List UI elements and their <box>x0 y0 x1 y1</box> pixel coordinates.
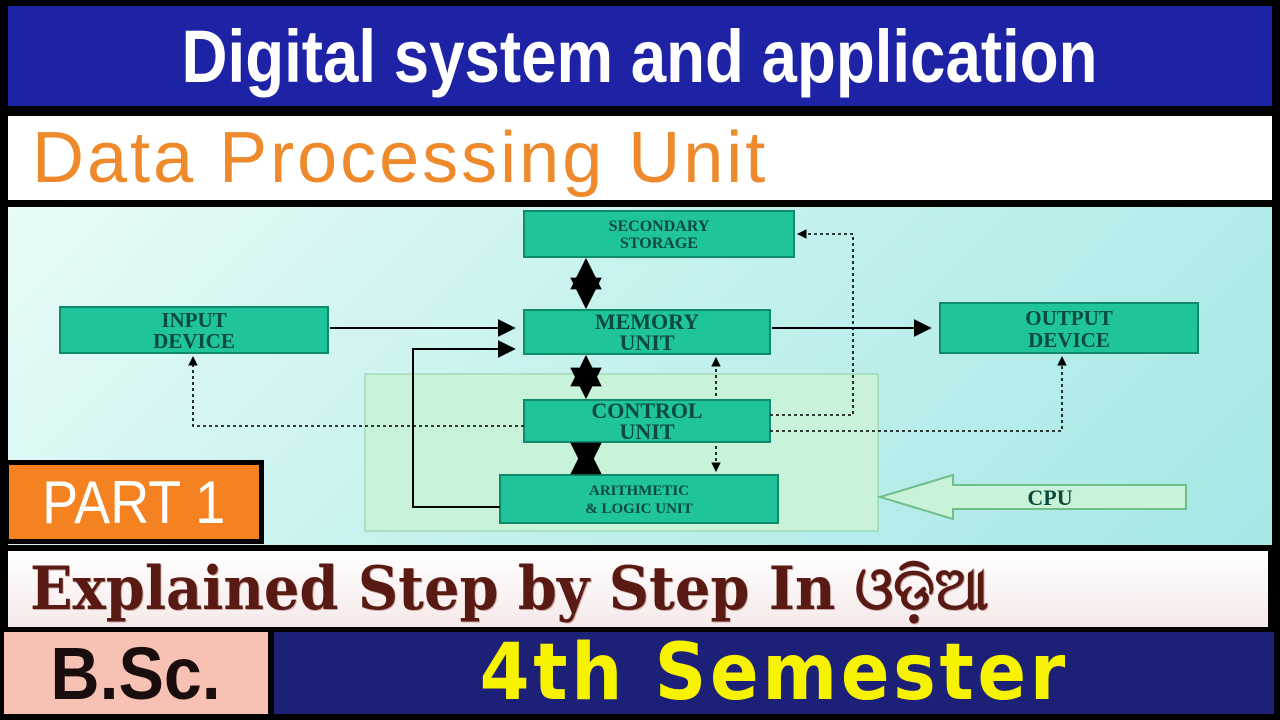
bsc-box: B.Sc. <box>4 631 268 715</box>
control-unit-label-2: UNIT <box>619 419 674 444</box>
output-device-label-1: OUTPUT <box>1025 306 1113 330</box>
part-badge-inner: PART 1 <box>9 465 259 539</box>
secondary-storage-box: SECONDARY STORAGE <box>523 210 795 258</box>
title-banner-inner: Digital system and application <box>8 6 1272 106</box>
memory-unit-label-2: UNIT <box>619 330 674 355</box>
control-unit-box: CONTROL UNIT <box>523 398 771 444</box>
control-input-dotted <box>188 356 524 427</box>
memory-unit-label-1: MEMORY <box>595 309 699 334</box>
topic-title: Data Processing Unit <box>32 118 769 198</box>
input-device-box: INPUT DEVICE <box>59 306 329 354</box>
alu-label-2: & LOGIC UNIT <box>585 501 693 517</box>
control-output-dotted <box>770 356 1067 432</box>
block-diagram: SECONDARY STORAGE INPUT DEVICE MEMORY UN… <box>59 210 1199 532</box>
output-device-label-2: DEVICE <box>1028 328 1110 352</box>
explained-banner: Explained Step by Step In ଓଡ଼ିଆ <box>0 548 1280 630</box>
alu-box: ARITHMETIC & LOGIC UNIT <box>499 474 779 524</box>
secondary-storage-label-2: STORAGE <box>620 235 698 252</box>
semester-label: 4th Semester <box>479 630 1069 718</box>
subtitle-banner: Data Processing Unit <box>0 112 1280 204</box>
cpu-arrow: CPU <box>876 473 1187 521</box>
diagram-panel: SECONDARY STORAGE INPUT DEVICE MEMORY UN… <box>0 204 1280 548</box>
explained-banner-inner: Explained Step by Step In ଓଡ଼ିଆ <box>8 551 1268 627</box>
explained-text: Explained Step by Step In ଓଡ଼ିଆ <box>30 554 989 624</box>
part-badge: PART 1 <box>4 460 264 544</box>
degree-label: B.Sc. <box>50 631 222 715</box>
memory-unit-box: MEMORY UNIT <box>523 309 771 355</box>
video-title: Digital system and application <box>182 14 1098 98</box>
semester-box: 4th Semester <box>274 630 1274 718</box>
title-banner: Digital system and application <box>0 0 1280 112</box>
subtitle-banner-inner: Data Processing Unit <box>8 116 1272 200</box>
control-unit-label-1: CONTROL <box>591 398 702 423</box>
input-device-label-1: INPUT <box>161 308 226 332</box>
part-label: PART 1 <box>42 468 226 536</box>
alu-memory-feedback-arrow <box>412 340 516 508</box>
diagram-background: SECONDARY STORAGE INPUT DEVICE MEMORY UN… <box>8 207 1272 545</box>
alu-label-1: ARITHMETIC <box>589 483 689 499</box>
cpu-label: CPU <box>1027 485 1072 510</box>
secondary-storage-label-1: SECONDARY <box>609 218 710 235</box>
input-device-label-2: DEVICE <box>153 329 235 353</box>
output-device-box: OUTPUT DEVICE <box>939 302 1199 354</box>
course-banner: B.Sc. 4th Semester <box>0 630 1280 720</box>
